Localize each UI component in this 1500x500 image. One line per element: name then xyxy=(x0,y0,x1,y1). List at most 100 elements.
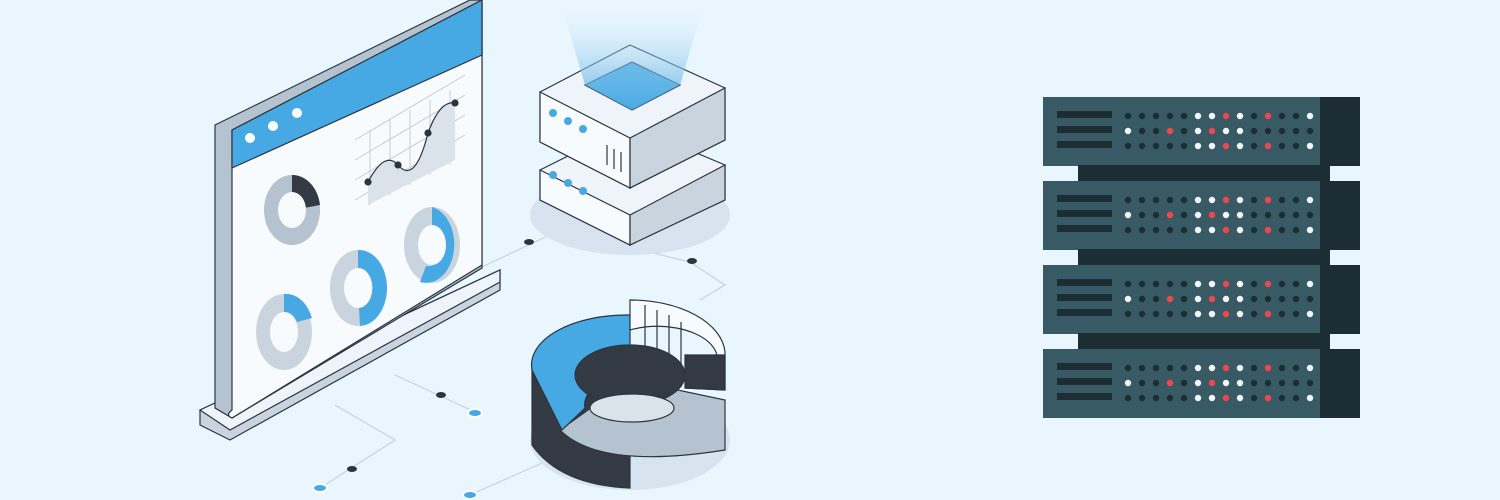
status-led xyxy=(1124,310,1132,318)
status-led xyxy=(1152,394,1160,402)
status-led xyxy=(1166,226,1174,234)
status-led xyxy=(1250,211,1258,219)
status-led xyxy=(1292,280,1300,288)
status-led xyxy=(1208,142,1216,150)
status-led xyxy=(1236,364,1244,372)
status-led xyxy=(1222,364,1230,372)
status-led xyxy=(1292,112,1300,120)
status-led xyxy=(1236,226,1244,234)
status-led xyxy=(1278,127,1286,135)
connection-nodes xyxy=(312,239,697,500)
status-led xyxy=(1194,310,1202,318)
status-led xyxy=(1208,211,1216,219)
status-led xyxy=(1138,280,1146,288)
status-led xyxy=(1306,280,1314,288)
status-led xyxy=(1124,364,1132,372)
status-led xyxy=(1264,379,1272,387)
rack-unit-side xyxy=(1320,181,1360,250)
status-led xyxy=(1152,310,1160,318)
status-led xyxy=(1152,142,1160,150)
status-led xyxy=(1250,112,1258,120)
status-led xyxy=(1152,226,1160,234)
status-led xyxy=(1236,295,1244,303)
rack-vent-slot xyxy=(1057,195,1112,202)
status-led xyxy=(1194,196,1202,204)
status-led xyxy=(1264,211,1272,219)
status-led xyxy=(1166,211,1174,219)
status-led xyxy=(1306,295,1314,303)
status-led xyxy=(1124,211,1132,219)
rack-vent-slot xyxy=(1057,378,1112,385)
cloud-server-stack xyxy=(530,0,730,255)
status-led xyxy=(1250,226,1258,234)
status-led xyxy=(1236,280,1244,288)
status-led xyxy=(1278,211,1286,219)
status-led xyxy=(1292,379,1300,387)
status-led xyxy=(1180,226,1188,234)
status-led xyxy=(1222,295,1230,303)
status-led xyxy=(1306,226,1314,234)
status-led xyxy=(1138,310,1146,318)
status-led xyxy=(1292,142,1300,150)
status-led xyxy=(1278,295,1286,303)
status-led xyxy=(1152,196,1160,204)
status-led xyxy=(1152,127,1160,135)
rack-vent-slot xyxy=(1057,126,1112,133)
status-led xyxy=(1222,127,1230,135)
status-led xyxy=(1166,379,1174,387)
status-led xyxy=(1264,364,1272,372)
status-led xyxy=(1166,142,1174,150)
status-led xyxy=(1222,394,1230,402)
rack-vent-slot xyxy=(1057,279,1112,286)
status-led xyxy=(1152,112,1160,120)
rack-vent-slot xyxy=(1057,309,1112,316)
rack-vent-slot xyxy=(1057,111,1112,118)
status-led xyxy=(1236,112,1244,120)
status-led xyxy=(1250,127,1258,135)
status-led xyxy=(1138,394,1146,402)
rack-vent-slot xyxy=(1057,393,1112,400)
status-led xyxy=(1166,295,1174,303)
status-led xyxy=(1208,310,1216,318)
rack-unit-side xyxy=(1320,97,1360,166)
status-led xyxy=(1264,127,1272,135)
status-led xyxy=(1124,127,1132,135)
status-led xyxy=(1208,295,1216,303)
status-led xyxy=(1194,379,1202,387)
status-led xyxy=(1306,112,1314,120)
rack-vent-slot xyxy=(1057,294,1112,301)
rack-vent-slot xyxy=(1057,210,1112,217)
status-led xyxy=(1306,211,1314,219)
status-led xyxy=(1278,310,1286,318)
status-led xyxy=(1152,211,1160,219)
status-led xyxy=(1124,394,1132,402)
status-led xyxy=(1222,196,1230,204)
status-led xyxy=(1166,364,1174,372)
status-led xyxy=(1306,364,1314,372)
status-led xyxy=(1222,280,1230,288)
status-led xyxy=(1292,127,1300,135)
status-led xyxy=(1180,280,1188,288)
status-led xyxy=(1250,295,1258,303)
status-led xyxy=(1180,211,1188,219)
status-led xyxy=(1264,280,1272,288)
rack-vent-slot xyxy=(1057,363,1112,370)
status-led xyxy=(1222,142,1230,150)
status-led xyxy=(1236,211,1244,219)
status-led xyxy=(1208,226,1216,234)
status-led xyxy=(1166,127,1174,135)
status-led xyxy=(1180,142,1188,150)
status-led xyxy=(1124,112,1132,120)
status-led xyxy=(1264,226,1272,234)
status-led xyxy=(1250,196,1258,204)
status-led xyxy=(1250,379,1258,387)
status-led xyxy=(1138,226,1146,234)
dashboard-monitor xyxy=(198,0,501,441)
status-led xyxy=(1208,280,1216,288)
status-led xyxy=(1278,394,1286,402)
status-led xyxy=(1278,112,1286,120)
status-led xyxy=(1138,295,1146,303)
status-led xyxy=(1208,127,1216,135)
status-led xyxy=(1306,310,1314,318)
